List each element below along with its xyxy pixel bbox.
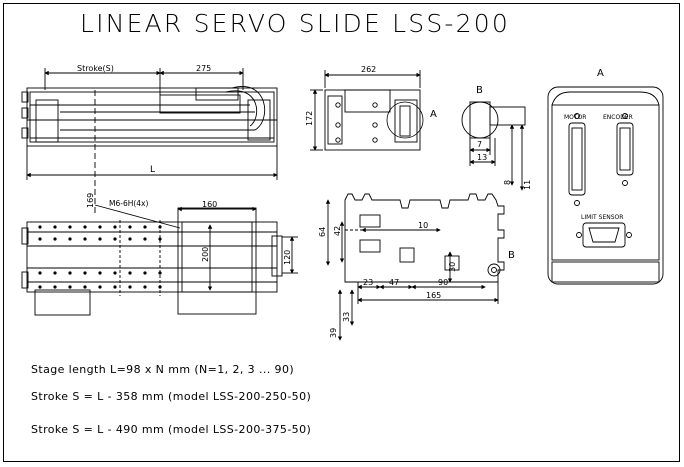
- mounting-hole: [53, 237, 57, 241]
- mounting-hole: [68, 225, 72, 229]
- mounting-hole: [113, 285, 117, 289]
- mounting-hole: [98, 237, 102, 241]
- mounting-hole: [38, 271, 42, 275]
- mounting-hole: [53, 285, 57, 289]
- limit-sensor-label: LIMIT SENSOR: [581, 214, 623, 221]
- drawing-title: LINEAR SERVO SLIDE LSS-200: [80, 9, 510, 38]
- mounting-hole: [53, 271, 57, 275]
- mounting-hole: [113, 237, 117, 241]
- dim-64: 64: [318, 227, 327, 237]
- detail-b-ref: B: [476, 85, 483, 96]
- mounting-hole: [68, 285, 72, 289]
- dim-172: 172: [305, 111, 314, 126]
- drawing-frame: [3, 3, 680, 462]
- mounting-hole: [143, 271, 147, 275]
- dim-160: 160: [202, 200, 217, 209]
- dim-200: 200: [201, 247, 210, 262]
- mounting-hole: [98, 285, 102, 289]
- dim-L: L: [150, 165, 155, 175]
- dim-30: 30: [448, 262, 457, 272]
- mounting-hole: [113, 271, 117, 275]
- mounting-hole: [158, 271, 162, 275]
- mounting-hole: [83, 237, 87, 241]
- dim-39: 39: [329, 328, 338, 338]
- mounting-holes: [38, 225, 162, 289]
- dim-120: 120: [283, 250, 292, 265]
- dim-42: 42: [333, 226, 342, 236]
- note-stroke-250: Stroke S = L - 358 mm (model LSS-200-250…: [31, 390, 312, 403]
- mounting-hole: [38, 225, 42, 229]
- mounting-hole: [68, 237, 72, 241]
- mounting-hole: [98, 271, 102, 275]
- mounting-hole: [38, 285, 42, 289]
- note-stage-length: Stage length L=98 x N mm (N=1, 2, 3 ... …: [31, 363, 295, 376]
- dim-262: 262: [361, 65, 376, 74]
- top-view-dims: [94, 204, 298, 291]
- dim-stroke-label: Stroke(S): [77, 64, 114, 73]
- dim-165: 165: [426, 291, 441, 300]
- dim-10: 10: [418, 221, 428, 230]
- mounting-hole: [83, 225, 87, 229]
- motor-connector-label: MOTOR: [564, 114, 586, 121]
- connector-panel: [547, 86, 664, 285]
- mounting-hole: [83, 285, 87, 289]
- top-view: [21, 207, 283, 316]
- dim-8: 8: [503, 180, 512, 185]
- profile-section: [325, 193, 505, 341]
- mounting-hole: [158, 285, 162, 289]
- mounting-hole: [158, 237, 162, 241]
- panel-a-ref: A: [597, 68, 604, 79]
- mounting-hole: [83, 271, 87, 275]
- mounting-hole: [38, 237, 42, 241]
- dim-13: 13: [477, 153, 487, 162]
- mounting-hole: [98, 225, 102, 229]
- dim-275: 275: [196, 64, 211, 73]
- dim-47: 47: [389, 278, 399, 287]
- mounting-hole: [143, 225, 147, 229]
- dim-11: 11: [523, 180, 532, 190]
- section-b-ref: B: [508, 250, 515, 261]
- end-view: [310, 70, 424, 151]
- mounting-hole: [128, 285, 132, 289]
- detail-a-ref: A: [430, 109, 437, 120]
- dim-33: 33: [342, 312, 351, 322]
- mounting-hole: [128, 271, 132, 275]
- dim-7: 7: [477, 140, 482, 149]
- mounting-hole: [128, 237, 132, 241]
- detail-b: [461, 101, 526, 191]
- mounting-hole: [143, 285, 147, 289]
- dim-90: 90: [438, 278, 448, 287]
- mounting-hole: [143, 237, 147, 241]
- side-view: [21, 68, 278, 215]
- mount-holes-label: M6-6H(4x): [109, 199, 148, 208]
- dim-169: 169: [86, 193, 95, 208]
- mounting-hole: [53, 225, 57, 229]
- note-stroke-375: Stroke S = L - 490 mm (model LSS-200-375…: [31, 423, 312, 436]
- dim-23: 23: [363, 278, 373, 287]
- mounting-hole: [158, 225, 162, 229]
- mounting-hole: [128, 225, 132, 229]
- encoder-connector-label: ENCODER: [603, 114, 633, 121]
- mounting-hole: [113, 225, 117, 229]
- mounting-hole: [68, 271, 72, 275]
